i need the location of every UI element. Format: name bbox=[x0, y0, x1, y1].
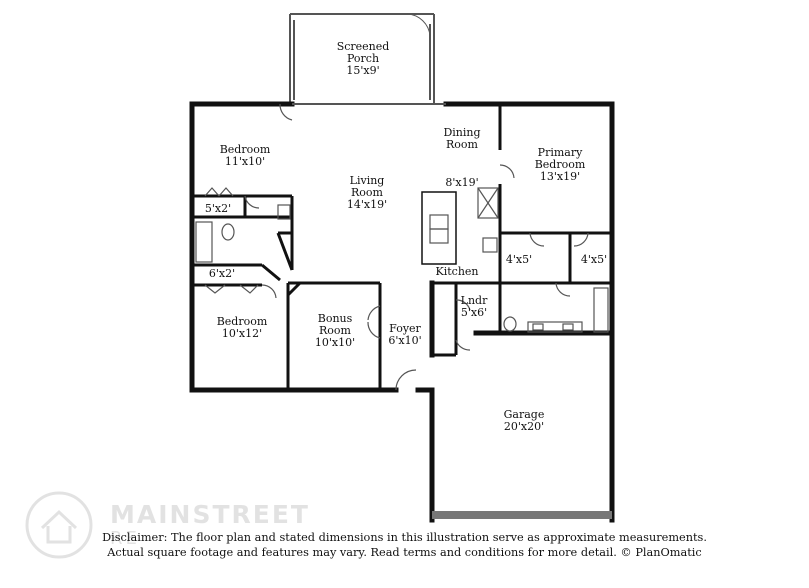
bedroom-top-size: 11'x10' bbox=[225, 155, 265, 168]
bonus-size: 10'x10' bbox=[315, 336, 355, 349]
living-name-2: Room bbox=[351, 186, 384, 199]
watermark-subtext: RE bbox=[110, 528, 140, 549]
house-logo-icon bbox=[25, 491, 93, 559]
kitchen-name: Kitchen bbox=[436, 265, 479, 278]
disclaimer: Disclaimer: The floor plan and stated di… bbox=[0, 530, 809, 560]
closet-4x5-left-size: 4'x5' bbox=[506, 253, 532, 266]
fixtures bbox=[195, 103, 609, 391]
living-name-1: Living bbox=[350, 174, 385, 187]
dining-name-2: Room bbox=[446, 138, 479, 151]
primary-name-2: Bedroom bbox=[535, 158, 586, 171]
porch-size: 15'x9' bbox=[346, 64, 379, 77]
bedroom-bottom-name: Bedroom bbox=[217, 315, 268, 328]
living-size: 14'x19' bbox=[347, 198, 387, 211]
watermark-text: MAINSTREET bbox=[110, 500, 310, 529]
disclaimer-line-2: Actual square footage and features may v… bbox=[107, 546, 702, 559]
screened-porch-outline bbox=[289, 13, 435, 104]
floor-plan: Screened Porch 15'x9' Bedroom 11'x10' 5'… bbox=[189, 13, 615, 523]
foyer-name: Foyer bbox=[389, 322, 421, 335]
disclaimer-line-1: Disclaimer: The floor plan and stated di… bbox=[102, 531, 707, 544]
garage-name: Garage bbox=[504, 408, 545, 421]
dining-name-1: Dining bbox=[443, 126, 480, 139]
interior-walls bbox=[190, 104, 612, 390]
laundry-size: 5'x6' bbox=[461, 306, 487, 319]
porch-name-2: Porch bbox=[347, 52, 379, 65]
foyer-size: 6'x10' bbox=[388, 334, 421, 347]
closet-5x2-size: 5'x2' bbox=[205, 202, 231, 215]
bonus-name-1: Bonus bbox=[318, 312, 353, 325]
bonus-name-2: Room bbox=[319, 324, 352, 337]
bedroom-bottom-size: 10'x12' bbox=[222, 327, 262, 340]
garage-size: 20'x20' bbox=[504, 420, 544, 433]
watermark-logo: MAINSTREET RE bbox=[24, 490, 324, 570]
closet-6x2-size: 6'x2' bbox=[209, 267, 235, 280]
primary-name-1: Primary bbox=[538, 146, 583, 159]
closet-4x5-right-size: 4'x5' bbox=[581, 253, 607, 266]
bedroom-top-name: Bedroom bbox=[220, 143, 271, 156]
porch-name-1: Screened bbox=[337, 40, 390, 53]
primary-size: 13'x19' bbox=[540, 170, 580, 183]
laundry-name: Lndr bbox=[461, 294, 488, 307]
dining-size: 8'x19' bbox=[445, 176, 478, 189]
